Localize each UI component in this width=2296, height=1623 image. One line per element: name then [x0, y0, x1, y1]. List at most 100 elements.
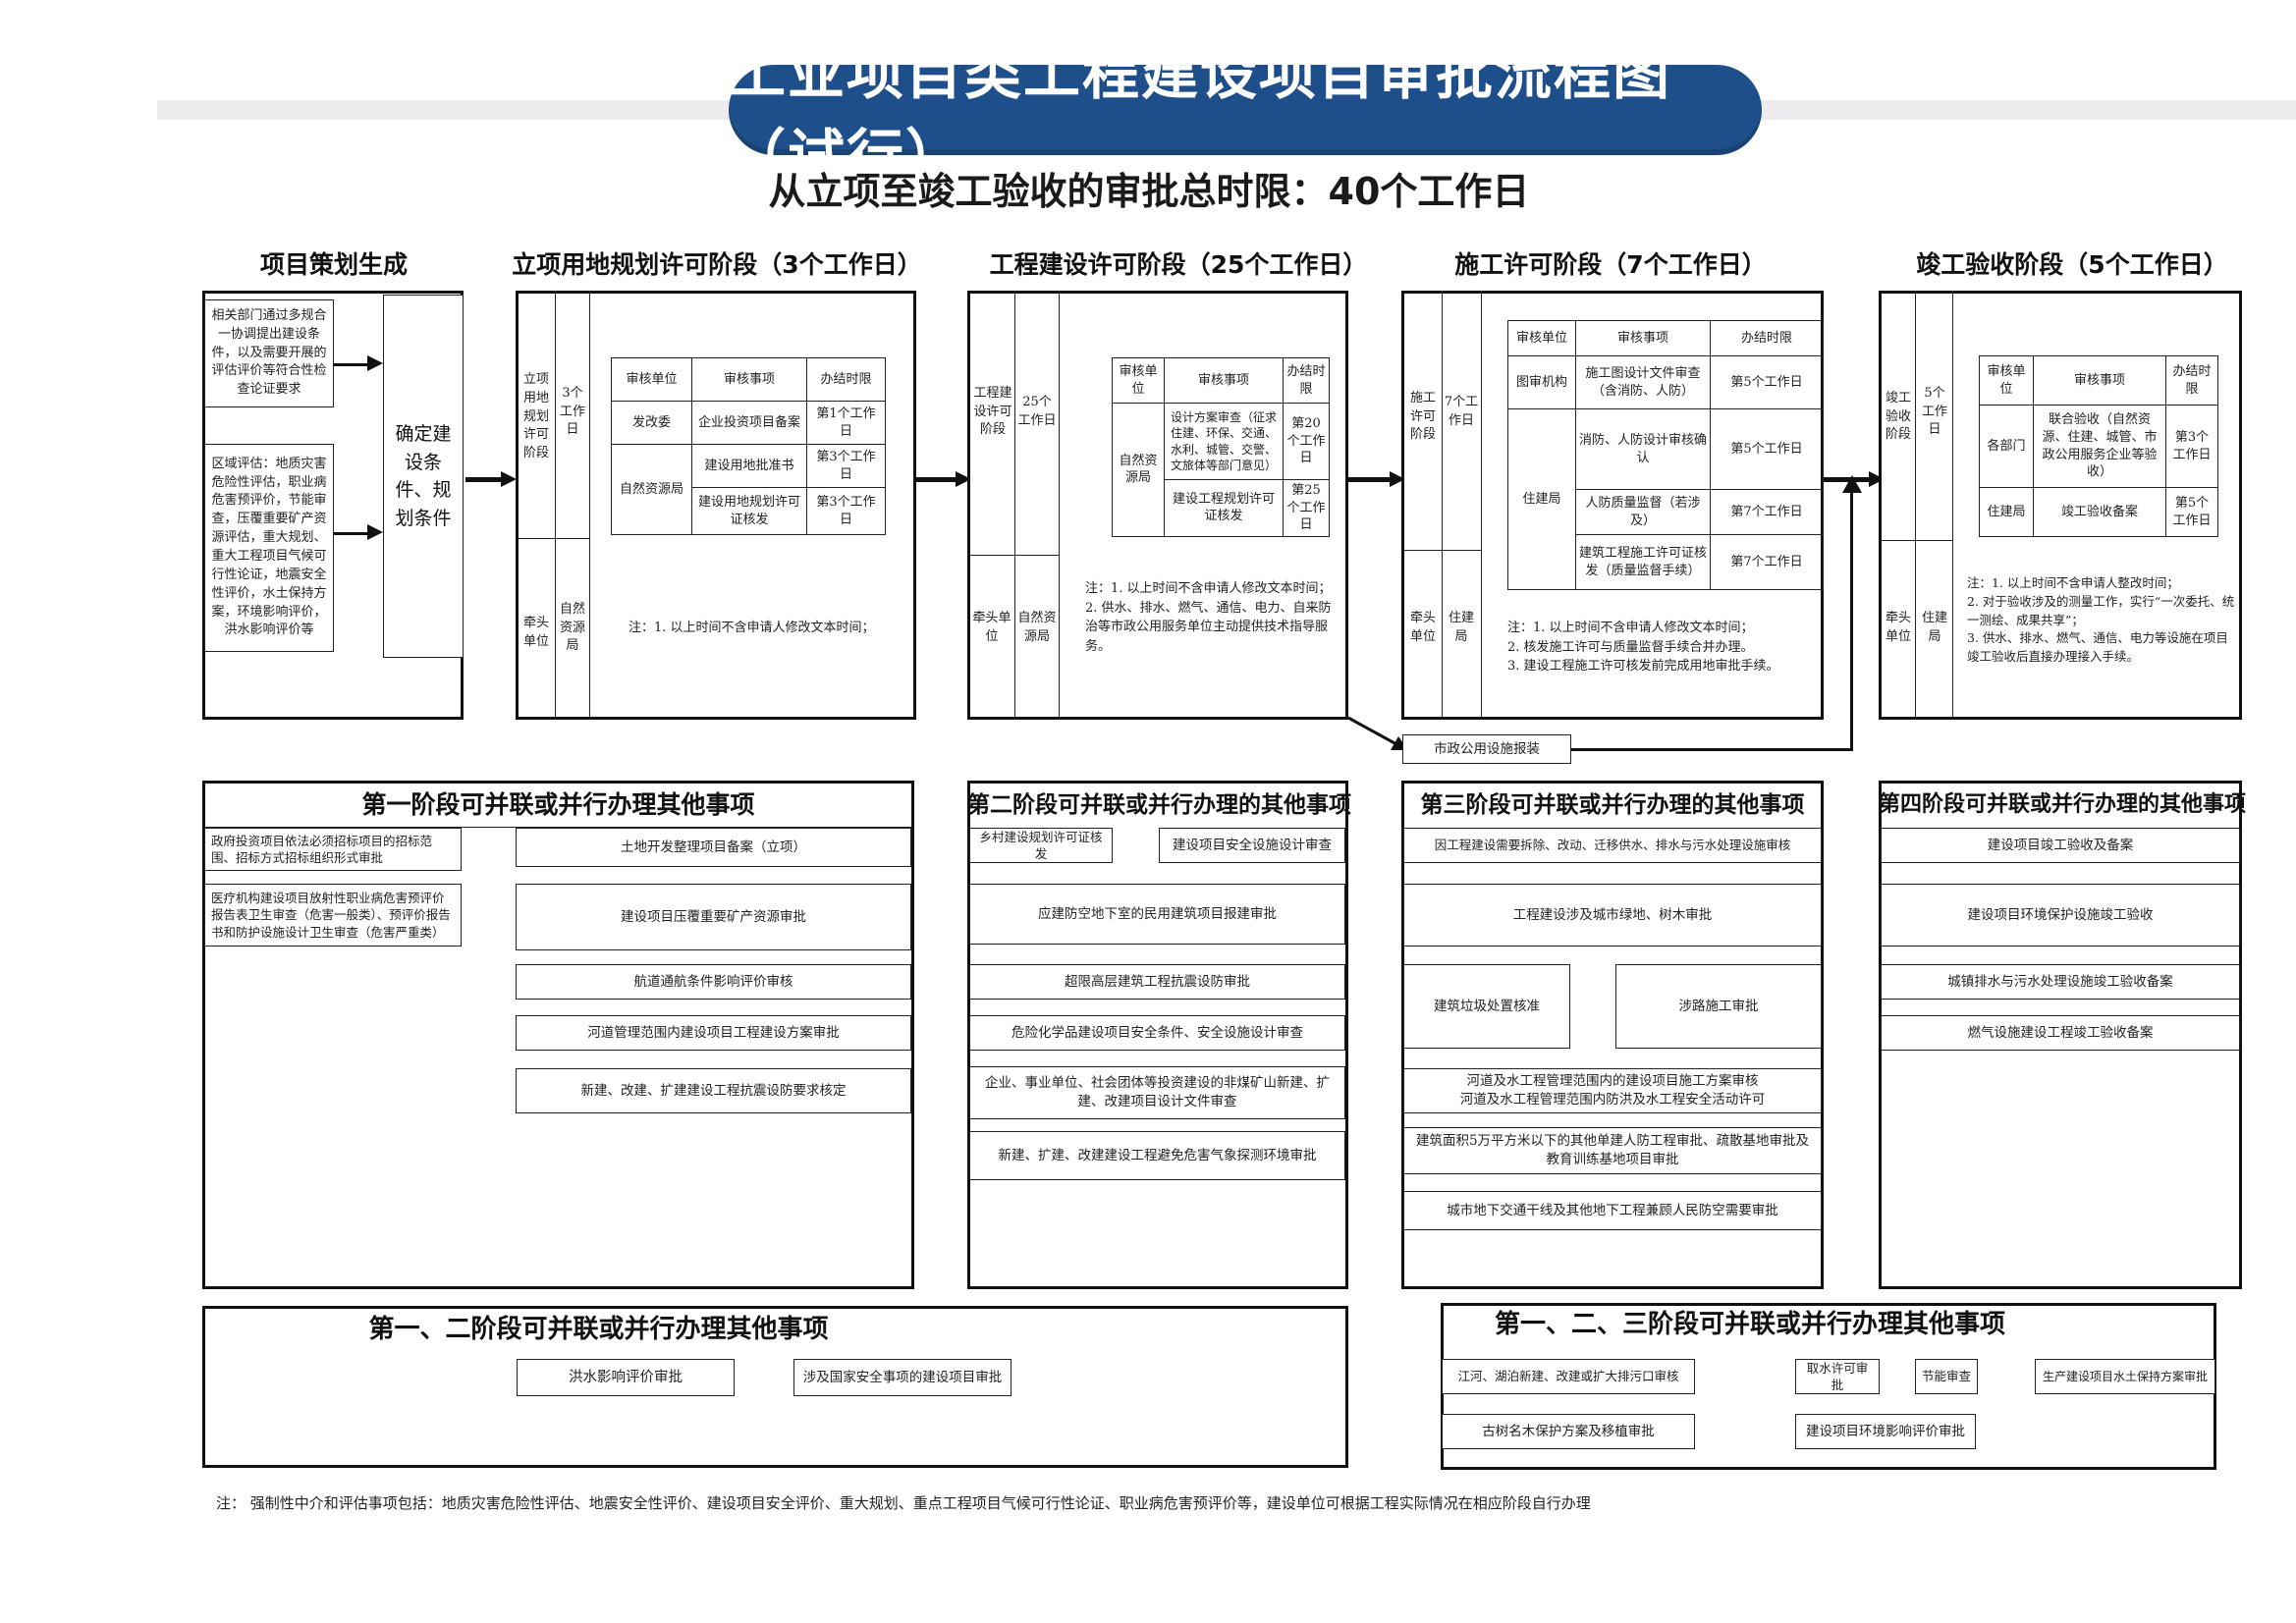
parallel123-title: 第一、二、三阶段可并联或并行办理其他事项 [1494, 1310, 2005, 1339]
municipal-connector-h [1571, 748, 1852, 751]
table-cell: 住建局 [1979, 487, 2034, 537]
stage1-lead-label: 牵头单位 [522, 616, 549, 649]
stage4-side-stage: 竣工验收阶段 [1885, 390, 1911, 443]
stage-title-planning: 项目策划生成 [259, 250, 408, 279]
stage3-table: 审核单位 审核事项 办结时限 图审机构 施工图设计文件审查（含消防、人防） 第5… [1507, 320, 1824, 590]
stage2-note: 注：1. 以上时间不含申请人修改文本时间； 2. 供水、排水、燃气、通信、电力、… [1085, 581, 1332, 654]
table-cell: 企业投资项目备案 [691, 401, 807, 445]
parallel1-item-4: 新建、改建、扩建建设工程抗震设防要求核定 [516, 1068, 911, 1113]
stage1-side-days: 3个工作日 [559, 385, 585, 438]
parallel123-item-0: 江河、湖泊新建、改建或扩大排污口审核 [1442, 1359, 1695, 1394]
stage2-divider-a [1014, 291, 1015, 720]
parallel3-title: 第三阶段可并联或并行办理的其他事项 [1420, 792, 1805, 818]
stage4-lead-label: 牵头单位 [1885, 611, 1911, 644]
header-cell: 办结时限 [1710, 320, 1824, 356]
table-cell: 建设用地批准书 [691, 444, 807, 488]
table-cell: 自然资源局 [1112, 403, 1165, 537]
stage3-side-stage: 施工许可阶段 [1409, 390, 1436, 443]
parallel3-item-0: 因工程建设需要拆除、改动、迁移供水、排水与污水处理设施审核 [1403, 828, 1822, 863]
stage4-side-days: 5个工作日 [1921, 385, 1947, 438]
parallel3-pair-1: 涉路施工审批 [1615, 964, 1822, 1049]
stage1-divider-b [589, 291, 590, 720]
table-cell: 第5个工作日 [2165, 487, 2218, 537]
parallel1-left-item-1: 医疗机构建设项目放射性职业病危害预评价报告表卫生审查（危害一般类）、预评价报告书… [204, 884, 462, 947]
stage-title-construction: 工程建设许可阶段（25个工作日） [989, 250, 1368, 279]
header-cell: 审核单位 [1979, 355, 2034, 406]
parallel3-pair-0: 建筑垃圾处置核准 [1403, 964, 1570, 1049]
parallel1-item-1: 建设项目压覆重要矿产资源审批 [516, 884, 911, 950]
page-title: 工业项目类工程建设项目审批流程图（试行） [729, 40, 1762, 189]
stage2-lead-unit: 自然资源局 [1017, 611, 1057, 644]
table-cell: 住建局 [1507, 408, 1576, 590]
stage-title-acceptance: 竣工验收阶段（5个工作日） [1916, 250, 2228, 279]
stage3-divider-b [1481, 291, 1482, 720]
parallel123-item-4: 古树名木保护方案及移植审批 [1442, 1414, 1695, 1449]
page-subtitle: 从立项至竣工验收的审批总时限：40个工作日 [768, 170, 1530, 213]
table-cell: 设计方案审查（征求住建、环保、交通、水利、城管、交警、文旅体等部门意见） [1164, 403, 1284, 480]
parallel3-item-4: 城市地下交通干线及其他地下工程兼顾人民防空需要审批 [1403, 1191, 1822, 1230]
stage4-divider-h [1881, 540, 1952, 541]
table-cell: 第20个工作日 [1283, 403, 1330, 480]
header-cell: 审核单位 [611, 357, 692, 402]
arrow-plan-2 [334, 524, 383, 540]
stage1-table: 审核单位 审核事项 办结时限 发改委 企业投资项目备案 第1个工作日 自然资源局… [611, 357, 886, 535]
decide-conditions-label: 确定建设条件、规划条件 [395, 423, 452, 529]
stage4-note: 注：1. 以上时间不含申请人整改时间； 2. 对于验收涉及的测量工作，实行“一次… [1967, 575, 2235, 664]
table-cell: 建筑工程施工许可证核发（质量监督手续） [1575, 534, 1711, 590]
table-cell: 第5个工作日 [1710, 408, 1824, 490]
table-cell: 第3个工作日 [806, 444, 886, 488]
table-cell: 建设工程规划许可证核发 [1164, 479, 1284, 537]
parallel123-item-2: 节能审查 [1915, 1359, 1978, 1394]
table-cell: 第7个工作日 [1710, 534, 1824, 590]
parallel3-item-3: 建筑面积5万平方米以下的其他单建人防工程审批、疏散基地审批及教育训练基地项目审批 [1403, 1127, 1822, 1174]
parallel2-item-3: 企业、事业单位、社会团体等投资建设的非煤矿山新建、扩建、改建项目设计文件审查 [969, 1066, 1345, 1119]
stage3-note: 注：1. 以上时间不含申请人修改文本时间； 2. 核发施工许可与质量监督手续合并… [1507, 621, 1779, 674]
parallel3-item-1: 工程建设涉及城市绿地、树木审批 [1403, 884, 1822, 947]
stage3-divider-a [1442, 291, 1443, 720]
stage-title-land: 立项用地规划许可阶段（3个工作日） [512, 250, 922, 279]
table-cell: 发改委 [611, 401, 692, 445]
table-cell: 各部门 [1979, 405, 2034, 488]
stage1-divider-h [518, 538, 589, 539]
parallel1-item-0: 土地开发整理项目备案（立项） [516, 828, 911, 867]
stage2-side-stage: 工程建设许可阶段 [973, 385, 1012, 438]
stage3-divider-h [1403, 550, 1481, 551]
parallel12-item-1: 涉及国家安全事项的建设项目审批 [793, 1359, 1011, 1396]
stage2-divider-b [1059, 291, 1060, 720]
stage4-divider-b [1952, 291, 1953, 720]
table-cell: 第3个工作日 [806, 487, 886, 535]
municipal-connector-v [1850, 486, 1853, 751]
parallel12-title: 第一、二阶段可并联或并行办理其他事项 [368, 1315, 829, 1344]
arrow-plan-1 [334, 355, 383, 371]
header-cell: 审核单位 [1507, 320, 1576, 356]
municipal-up-arrow [1842, 475, 1862, 493]
header-cell: 审核事项 [2033, 355, 2166, 406]
table-cell: 联合验收（自然资源、住建、城管、市政公用服务企业等验收） [2033, 405, 2166, 488]
table-cell: 人防质量监督（若涉及） [1575, 489, 1711, 535]
table-cell: 施工图设计文件审查（含消防、人防） [1575, 355, 1711, 409]
arrow-to-stage2 [916, 471, 971, 487]
table-cell: 自然资源局 [611, 444, 692, 535]
table-cell: 第5个工作日 [1710, 355, 1824, 409]
table-cell: 消防、人防设计审核确认 [1575, 408, 1711, 490]
stage3-lead-unit: 住建局 [1448, 611, 1474, 644]
parallel2-row0-item-1: 建设项目安全设施设计审查 [1159, 828, 1345, 863]
parallel4-item-0: 建设项目竣工验收及备案 [1881, 828, 2240, 863]
parallel123-item-5: 建设项目环境影响评价审批 [1795, 1414, 1976, 1449]
arrow-to-stage3 [1348, 471, 1405, 487]
municipal-facility-box: 市政公用设施报装 [1402, 734, 1571, 764]
footnote: 注： 强制性中介和评估事项包括：地质灾害危险性评估、地震安全性评价、建设项目安全… [216, 1494, 1591, 1512]
stage2-side-days: 25个工作日 [1017, 395, 1057, 428]
stage2-lead-label: 牵头单位 [972, 611, 1011, 644]
stage1-divider-a [555, 291, 556, 720]
table-cell: 第3个工作日 [2165, 405, 2218, 488]
parallel2-item-1: 超限高层建筑工程抗震设防审批 [969, 964, 1345, 1000]
regional-evaluation-box: 区域评估：地质灾害危险性评估，职业病危害预评价，节能审查，压覆重要矿产资源评估，… [204, 444, 334, 652]
table-cell: 第25个工作日 [1283, 479, 1330, 537]
header-cell: 审核事项 [691, 357, 807, 402]
stage1-side-stage: 立项用地规划许可阶段 [522, 371, 549, 461]
stage4-divider-a [1915, 291, 1916, 720]
stage2-divider-h [969, 555, 1059, 556]
stage3-side-days: 7个工作日 [1444, 395, 1479, 428]
planning-conditions-box: 相关部门通过多规合一协调提出建设条件，以及需要开展的评估评价等符合性检查论证要求 [204, 299, 334, 407]
